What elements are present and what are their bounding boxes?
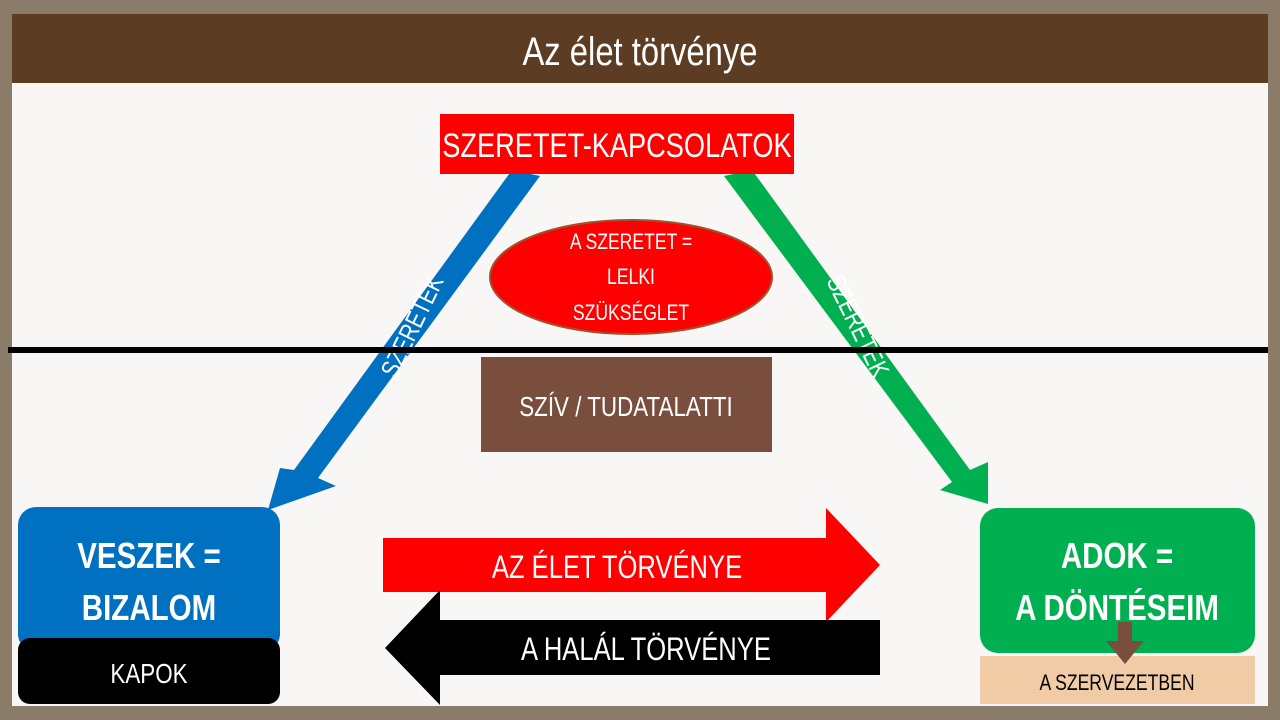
life-law-arrow bbox=[383, 508, 880, 622]
veszek-bizalom-box bbox=[18, 507, 280, 652]
left-box-sub: KAPOK bbox=[110, 659, 187, 690]
divider-line bbox=[8, 347, 1268, 353]
ellipse-line-3: SZÜKSÉGLET bbox=[573, 300, 689, 325]
slide-title: Az élet törvénye bbox=[522, 29, 757, 74]
szeretet-kapcsolatok-box bbox=[440, 114, 794, 174]
left-box-line-1: VESZEK = bbox=[77, 535, 221, 575]
life-arrow-label: AZ ÉLET TÖRVÉNYE bbox=[492, 549, 742, 585]
death-arrow-label: A HALÁL TÖRVÉNYE bbox=[521, 631, 771, 667]
adok-donteseim-box bbox=[980, 508, 1255, 653]
szervezetben-box bbox=[980, 656, 1255, 704]
left-box-line-2: BIZALOM bbox=[82, 587, 216, 627]
right-box-line-2: A DÖNTÉSEIM bbox=[1015, 587, 1219, 627]
ellipse-line-2: LELKI bbox=[607, 265, 655, 289]
heart-box-label: SZÍV / TUDATALATTI bbox=[519, 391, 733, 423]
death-law-arrow bbox=[385, 590, 880, 705]
title-bar bbox=[12, 14, 1268, 83]
right-box-line-1: ADOK = bbox=[1061, 535, 1173, 575]
right-box-sub: A SZERVEZETBEN bbox=[1039, 671, 1194, 695]
down-arrow-icon bbox=[1106, 622, 1144, 664]
kapok-box bbox=[18, 638, 280, 704]
top-box-label: SZERETET-KAPCSOLATOK bbox=[442, 126, 792, 165]
ellipse-lelki-szukseglet bbox=[489, 219, 773, 335]
ellipse-line-1: A SZERETET = bbox=[570, 230, 692, 254]
sziv-tudatalatti-box bbox=[481, 357, 772, 452]
